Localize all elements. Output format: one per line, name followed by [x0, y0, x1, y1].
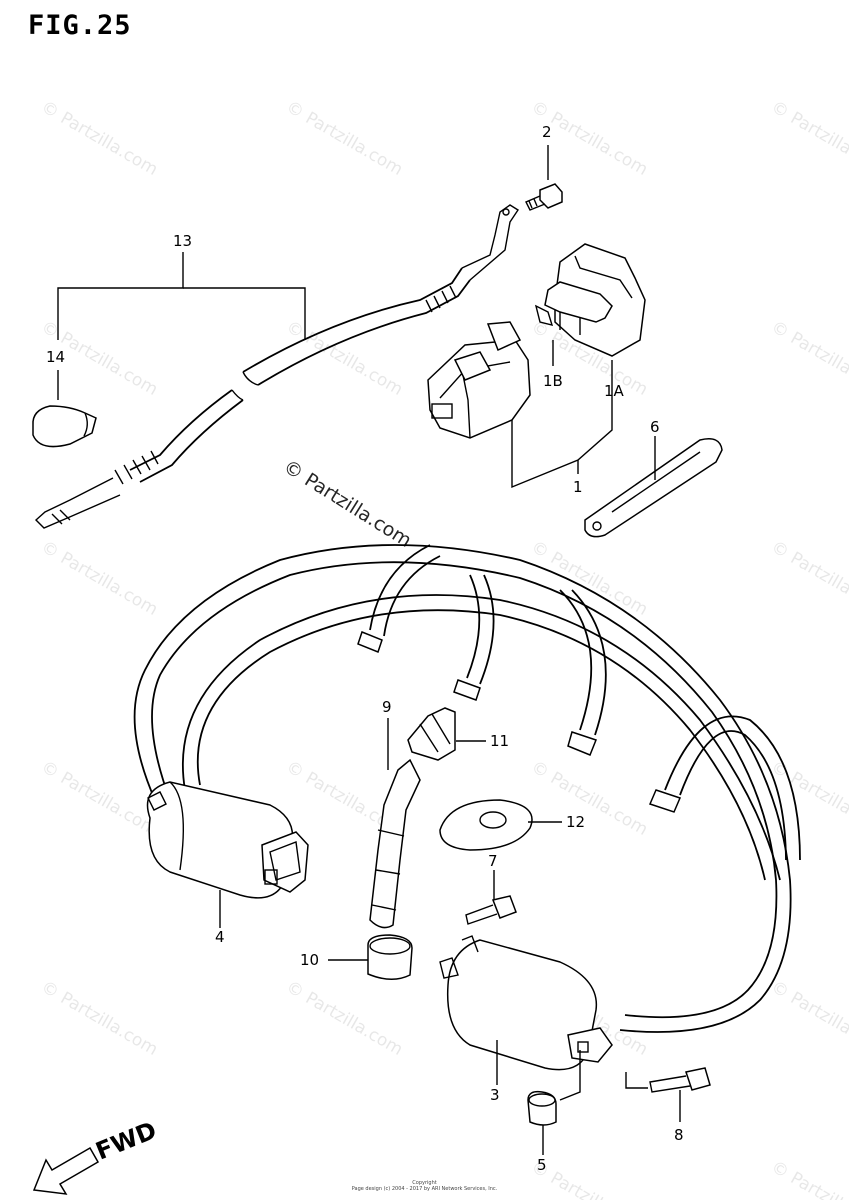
part-11-boot	[407, 707, 456, 761]
part-14-rubber-cap	[32, 405, 97, 448]
watermark-text: © Partzilla.com	[279, 456, 415, 552]
callout-8: 8	[674, 1126, 684, 1144]
callout-2: 2	[542, 123, 552, 141]
part-10-seal	[367, 934, 413, 980]
watermark-pattern: © Partzilla.com © Partzilla.com © Partzi…	[38, 97, 849, 1200]
part-3-ignition-coil	[439, 935, 613, 1071]
svg-text:© Partzilla.com: © Partzilla.com	[768, 537, 849, 620]
high-tension-cords	[133, 544, 801, 1033]
callout-1: 1	[573, 478, 583, 496]
leader-lines	[57, 145, 681, 1155]
svg-text:© Partzilla.com: © Partzilla.com	[38, 537, 162, 620]
svg-text:© Partzilla.com: © Partzilla.com	[38, 97, 162, 180]
callout-3: 3	[490, 1086, 500, 1104]
fwd-label: FWD	[92, 1116, 161, 1165]
svg-text:© Partzilla.com: © Partzilla.com	[283, 97, 407, 180]
svg-text:© Partzilla.com: © Partzilla.com	[38, 977, 162, 1060]
callout-bracket-1	[511, 340, 613, 489]
part-8-bolt	[649, 1067, 711, 1093]
callout-14: 14	[46, 348, 65, 366]
callout-1a: 1A	[604, 382, 625, 400]
callout-labels: 2 13 14 1B 1A 6 1 9 11 12 7 4 10 3 8 5	[46, 123, 684, 1174]
part-2-screw	[525, 183, 563, 211]
svg-text:© Partzilla.com: © Partzilla.com	[768, 97, 849, 180]
part-4-ignition-coil	[146, 781, 309, 899]
callout-1b: 1B	[543, 372, 563, 390]
part-5-collar	[527, 1090, 557, 1126]
callout-4: 4	[215, 928, 225, 946]
callout-7: 7	[488, 852, 498, 870]
part-7-bolt	[465, 895, 517, 925]
callout-9: 9	[382, 698, 392, 716]
part-1a-1b-couplers	[534, 243, 646, 357]
part-13-lead-wire	[34, 204, 519, 529]
svg-text:© Partzilla.com: © Partzilla.com	[768, 977, 849, 1060]
callout-11: 11	[490, 732, 509, 750]
svg-text:© Partzilla.com: © Partzilla.com	[768, 1157, 849, 1200]
svg-text:© Partzilla.com: © Partzilla.com	[283, 977, 407, 1060]
part-12-grommet	[439, 799, 533, 851]
svg-text:© Partzilla.com: © Partzilla.com	[528, 757, 652, 840]
svg-text:© Partzilla.com: © Partzilla.com	[768, 317, 849, 400]
part-6-clamp	[584, 438, 723, 538]
callout-13: 13	[173, 232, 192, 250]
figure-title: FIG.25	[28, 10, 132, 41]
callout-10: 10	[300, 951, 319, 969]
callout-12: 12	[566, 813, 585, 831]
footer-copyright: Copyright Page design (c) 2004 - 2017 by…	[351, 1180, 498, 1192]
part-9-plug-cap	[369, 758, 421, 929]
svg-text:© Partzilla.com: © Partzilla.com	[283, 317, 407, 400]
callout-6: 6	[650, 418, 660, 436]
callout-5: 5	[537, 1156, 547, 1174]
part-1-connector	[427, 321, 531, 439]
